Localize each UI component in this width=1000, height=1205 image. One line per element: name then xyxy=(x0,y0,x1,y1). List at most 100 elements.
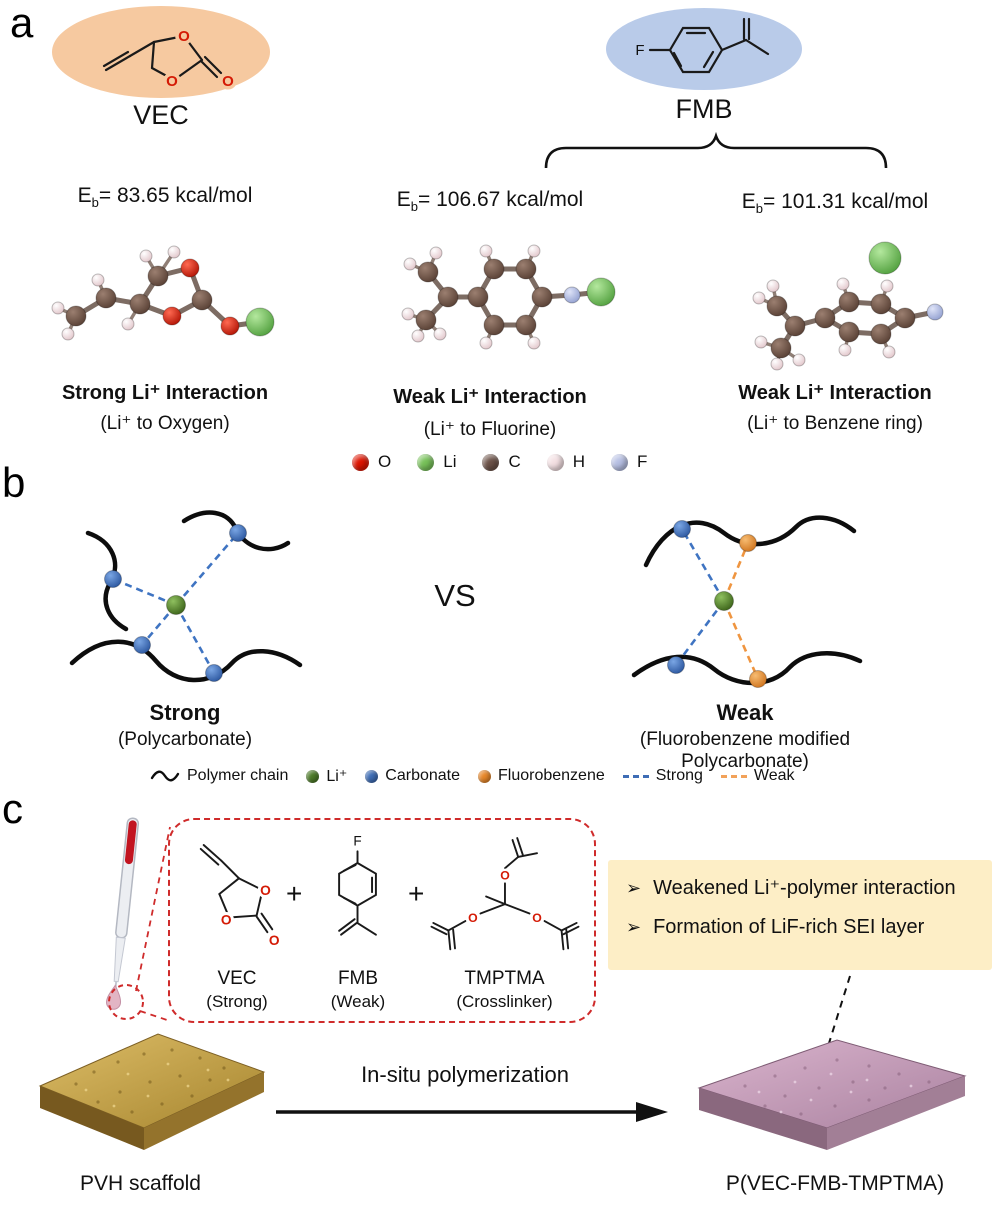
droplet xyxy=(106,984,122,1010)
panel-b-label: b xyxy=(2,459,26,506)
dropper-illustration xyxy=(106,817,144,1020)
weak-interaction-diagram xyxy=(631,515,863,688)
legend-label: Strong xyxy=(655,767,703,784)
legend-carbon: C xyxy=(482,452,521,472)
legend-oxygen: O xyxy=(352,452,391,472)
product-label: P(VEC-FMB-TMPTMA) xyxy=(725,1172,945,1195)
interaction-title-3: Weak Li⁺ Interaction xyxy=(738,382,932,404)
e-sub: b xyxy=(410,199,419,215)
legend-hydrogen: H xyxy=(546,452,586,472)
plus-sign: + xyxy=(286,878,303,909)
fluorine-dot-icon xyxy=(611,453,629,471)
model-fmb-li-fluorine xyxy=(401,244,616,350)
legend-weak-dash: Weak xyxy=(720,767,795,785)
f-atom xyxy=(563,286,581,304)
o-label: O xyxy=(260,883,271,898)
product-membrane-slab xyxy=(697,1039,967,1150)
o-label: O xyxy=(468,911,478,925)
panel-b-legend: Polymer chain Li⁺ Carbonate Fluorobenzen… xyxy=(150,766,795,786)
vec-name: VEC xyxy=(133,100,189,130)
e-sub: b xyxy=(755,201,764,217)
model-vec-li xyxy=(51,245,275,341)
monomer-name-fmb: FMB xyxy=(337,968,379,989)
e-val: = 83.65 kcal/mol xyxy=(98,184,253,207)
e-sym: E xyxy=(77,184,92,207)
legend-label: Polymer chain xyxy=(187,767,289,784)
o-label: O xyxy=(500,869,510,883)
li-ion xyxy=(714,591,734,611)
interaction-sub-1: (Li⁺ to Oxygen) xyxy=(100,413,230,434)
vec-structure-small: O O O xyxy=(199,844,283,951)
interaction-title-2: Weak Li⁺ Interaction xyxy=(393,386,587,408)
legend-label: Carbonate xyxy=(385,767,460,784)
vs-label: VS xyxy=(434,578,476,613)
fmb-f-label: F xyxy=(635,42,644,59)
model-fmb-li-benzene xyxy=(752,241,944,371)
monomer-name-vec: VEC xyxy=(217,968,257,989)
vec-carbonyl-o: O xyxy=(222,73,234,90)
li-ion xyxy=(868,241,902,275)
e-val: = 106.67 kcal/mol xyxy=(418,188,584,211)
legend-carbonate: Carbonate xyxy=(365,767,460,785)
plus-sign: + xyxy=(408,878,425,909)
monomer-callout-box: O O O + F + xyxy=(168,818,596,1023)
benefit-text: Formation of LiF-rich SEI layer xyxy=(653,916,925,938)
oxygen-dot-icon xyxy=(352,453,369,471)
e-sym: E xyxy=(741,190,756,213)
legend-label: F xyxy=(637,452,648,471)
arrow-bullet-icon: ➢ xyxy=(626,917,642,937)
arrow-bullet-icon: ➢ xyxy=(626,878,642,898)
legend-label: Li xyxy=(443,452,457,471)
li-ion xyxy=(245,307,275,337)
benefit-item: ➢ Formation of LiF-rich SEI layer xyxy=(626,916,974,939)
e-sub: b xyxy=(91,195,99,211)
carbonate-dot-icon xyxy=(365,769,379,783)
fluorobenzene-dot-icon xyxy=(478,769,491,783)
vec-highlight-ellipse: O O O xyxy=(52,6,270,98)
e-sym: E xyxy=(396,188,411,211)
monomer-note-vec: (Strong) xyxy=(206,992,268,1011)
legend-fluorine: F xyxy=(611,452,647,472)
legend-polymer-chain: Polymer chain xyxy=(150,767,288,785)
weak-dash-icon xyxy=(720,774,747,778)
li-ion xyxy=(586,277,616,307)
legend-label: Weak xyxy=(753,767,795,784)
o-label: O xyxy=(269,933,280,948)
legend-label: H xyxy=(572,452,586,471)
interaction-sub-3: (Li⁺ to Benzene ring) xyxy=(747,413,923,434)
legend-label: C xyxy=(508,452,521,471)
li-ion xyxy=(166,595,186,615)
polymerization-arrow xyxy=(276,1102,668,1122)
binding-energy-1: Eb= 83.65 kcal/mol xyxy=(15,184,315,210)
atom-legend: O Li C H F xyxy=(352,452,647,472)
arrow-label: In-situ polymerization xyxy=(361,1062,569,1087)
vec-ring-o1: O xyxy=(178,28,190,45)
interaction-sub-2: (Li⁺ to Fluorine) xyxy=(423,419,557,440)
legend-label: O xyxy=(378,452,392,471)
fmb-name: FMB xyxy=(675,94,733,124)
legend-strong-dash: Strong xyxy=(622,767,703,785)
binding-energy-3: Eb= 101.31 kcal/mol xyxy=(685,190,985,216)
benefit-item: ➢ Weakened Li⁺-polymer interaction xyxy=(626,875,974,900)
droplet-callout-circle xyxy=(108,984,144,1020)
vec-structure: O O O xyxy=(102,25,238,94)
monomer-note-tmptma: (Crosslinker) xyxy=(456,992,553,1011)
legend-lithium: Li xyxy=(417,452,456,472)
squiggle-icon xyxy=(150,770,180,782)
fmb-structure: F xyxy=(632,17,770,74)
tmptma-structure-small: O O O xyxy=(430,837,580,951)
legend-fluorobenzene: Fluorobenzene xyxy=(478,767,605,785)
pvh-scaffold-slab xyxy=(38,1033,266,1150)
fmb-brace xyxy=(544,131,888,169)
o-label: O xyxy=(532,911,542,925)
legend-li: Li⁺ xyxy=(306,766,347,786)
f-label: F xyxy=(353,834,361,849)
legend-label: Li⁺ xyxy=(326,768,348,785)
panel-a-label: a xyxy=(10,0,34,46)
binding-energy-2: Eb= 106.67 kcal/mol xyxy=(340,188,640,214)
fmb-structure-small: F xyxy=(338,831,377,936)
o-label: O xyxy=(221,912,232,927)
e-val: = 101.31 kcal/mol xyxy=(763,190,929,213)
panel-c-label: c xyxy=(2,785,23,832)
